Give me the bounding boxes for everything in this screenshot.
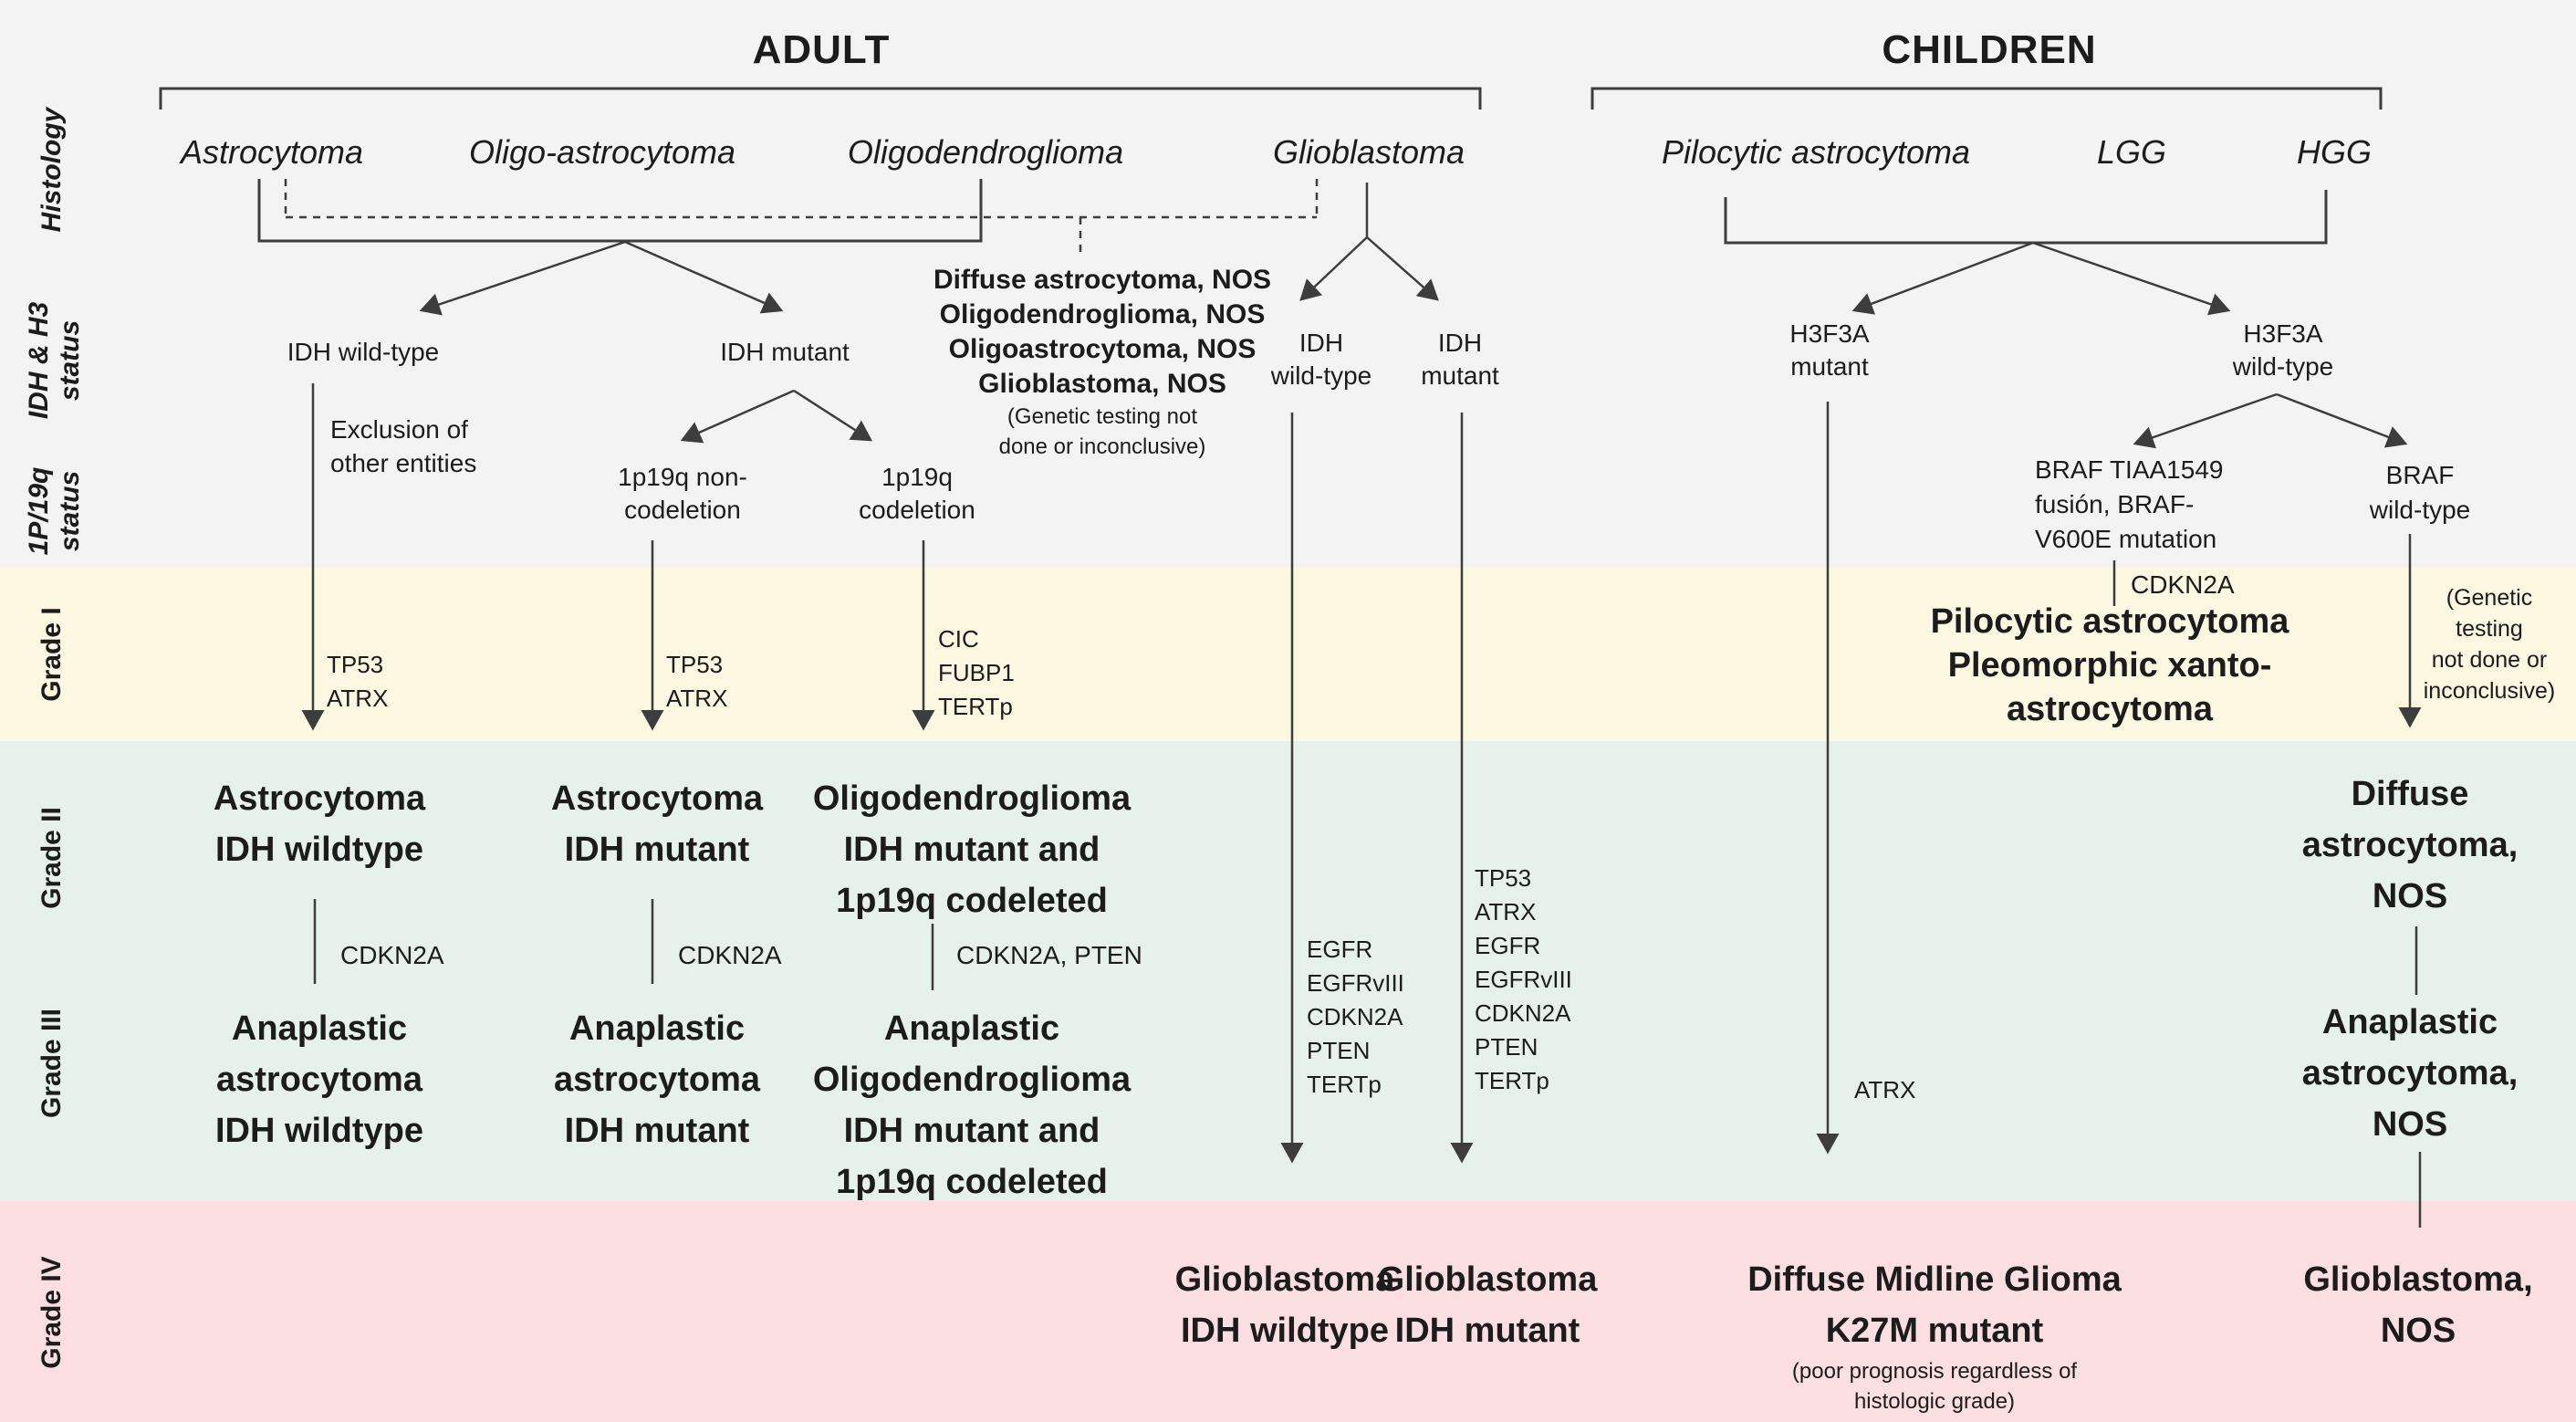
arrow-to-gbm-idh-mutant [1366,236,1439,301]
grade4-glioblastoma-nos: Glioblastoma, NOS [2303,1260,2533,1350]
grade4-glioblastoma-idh-mutant: Glioblastoma IDH mutant [1377,1260,1598,1350]
sidebar-histology-label: Histology [37,107,67,233]
arrow-to-braf-fusion [2133,392,2278,449]
genes-cic-fubp1-tertp: CIC FUBP1 TERTp [938,625,1015,720]
grade2-diffuse-astrocytoma-nos: Diffuse astrocytoma, NOS [2301,775,2519,915]
grade3-anaplastic-astrocytoma-mutant: Anaplastic astrocytoma IDH mutant [554,1009,760,1150]
genes-gbm-wildtype: EGFR EGFRvIII CDKN2A PTEN TERTp [1307,936,1404,1098]
node-braf-wildtype: BRAF wild-type [2369,461,2471,524]
grade1-pilocytic-block: Pilocytic astrocytoma Pleomorphic xanto-… [1930,602,2289,728]
node-idh-mutant: IDH mutant [720,338,850,366]
node-h3f3a-mutant: H3F3A mutant [1789,319,1870,381]
node-idh-wildtype: IDH wild-type [287,338,440,366]
node-gbm-idh-mutant: IDH mutant [1421,329,1499,390]
histology-oligodendroglioma: Oligodendroglioma [847,133,1124,171]
note-atrx: ATRX [1854,1076,1916,1103]
arrow-to-h3f3a-wildtype [2032,241,2231,316]
grade2-oligodendroglioma: Oligodendroglioma IDH mutant and 1p19q c… [812,779,1132,920]
nos-block-note: (Genetic testing not done or inconclusiv… [998,404,1206,459]
note-cdkn2a-pten-col3: CDKN2A, PTEN [956,941,1142,969]
node-1p19q-non-codeletion: 1p19q non- codeletion [618,463,747,524]
node-braf-fusion: BRAF TIAA1549 fusión, BRAF- V600E mutati… [2035,455,2224,553]
grade3-anaplastic-astrocytoma-nos: Anaplastic astrocytoma, NOS [2301,1003,2519,1144]
node-h3f3a-wildtype: H3F3A wild-type [2232,319,2334,381]
subbracket-children [1724,190,2328,245]
node-gbm-idh-wildtype: IDH wild-type [1270,329,1372,390]
histology-hgg: HGG [2296,133,2373,171]
sidebar-grade-iii-label: Grade III [37,1008,67,1119]
sidebar-grade-iv-label: Grade IV [37,1256,67,1369]
note-cdkn2a-children: CDKN2A [2131,570,2235,599]
node-1p19q-codeletion: 1p19q codeletion [859,463,975,524]
bracket-children [1590,87,2383,110]
histology-astrocytoma: Astrocytoma [180,133,364,171]
arrow-to-idh-wildtype [419,240,626,316]
arrow-to-1p19q-non [680,389,795,444]
adult-header: ADULT [752,27,891,72]
grade4-dmg-note: (poor prognosis regardless of histologic… [1791,1359,2078,1414]
band-histology-status [0,0,2576,568]
bracket-adult [159,87,1482,110]
subbracket-adult [257,179,983,243]
arrow-to-braf-wildtype [2276,392,2408,448]
grade3-anaplastic-astrocytoma-wildtype: Anaplastic astrocytoma IDH wildtype [214,1009,424,1150]
sidebar-idh-h3-label: IDH & H3 status [24,301,85,420]
genes-gbm-mutant: TP53 ATRX EGFR EGFRvIII CDKN2A PTEN TERT… [1475,864,1572,1094]
grade4-diffuse-midline-glioma: Diffuse Midline Glioma K27M mutant [1747,1260,2122,1350]
children-header: CHILDREN [1882,27,2097,72]
histology-pilocytic-astrocytoma: Pilocytic astrocytoma [1661,133,1971,171]
arrow-to-h3f3a-mutant [1851,241,2034,315]
arrow-to-gbm-idh-wildtype [1299,236,1368,301]
arrow-to-idh-mutant [624,240,784,314]
band-grade-iv [0,1201,2576,1422]
grade4-glioblastoma-idh-wildtype: Glioblastoma IDH wildtype [1174,1260,1395,1350]
sidebar-grade-i-label: Grade I [37,607,67,702]
histology-lgg: LGG [2096,133,2167,171]
grade3-anaplastic-oligodendroglioma: Anaplastic Oligodendroglioma IDH mutant … [812,1009,1132,1201]
note-cdkn2a-col2: CDKN2A [678,941,782,969]
histology-glioblastoma: Glioblastoma [1272,133,1465,171]
nos-block: Diffuse astrocytoma, NOS Oligodendroglio… [933,265,1272,399]
grade2-astrocytoma-idh-wildtype: Astrocytoma IDH wildtype [213,779,426,869]
arrow-to-1p19q-co [793,389,873,442]
note-cdkn2a-col1: CDKN2A [340,941,444,969]
histology-oligo-astrocytoma: Oligo-astrocytoma [468,133,736,171]
grade2-astrocytoma-idh-mutant: Astrocytoma IDH mutant [550,779,764,869]
genes-tp53-atrx-col1: TP53 ATRX [327,651,389,712]
band-grade-i [0,568,2576,741]
band-grade-ii-iii [0,741,2576,1201]
sidebar-1p19q-label: 1P/19q status [24,466,85,556]
sidebar-grade-ii-label: Grade II [37,807,67,909]
note-genetic-testing-children: (Genetic testing not done or inconclusiv… [2423,585,2556,704]
note-exclusion: Exclusion of other entities [330,415,477,477]
genes-tp53-atrx-col2: TP53 ATRX [666,651,728,712]
